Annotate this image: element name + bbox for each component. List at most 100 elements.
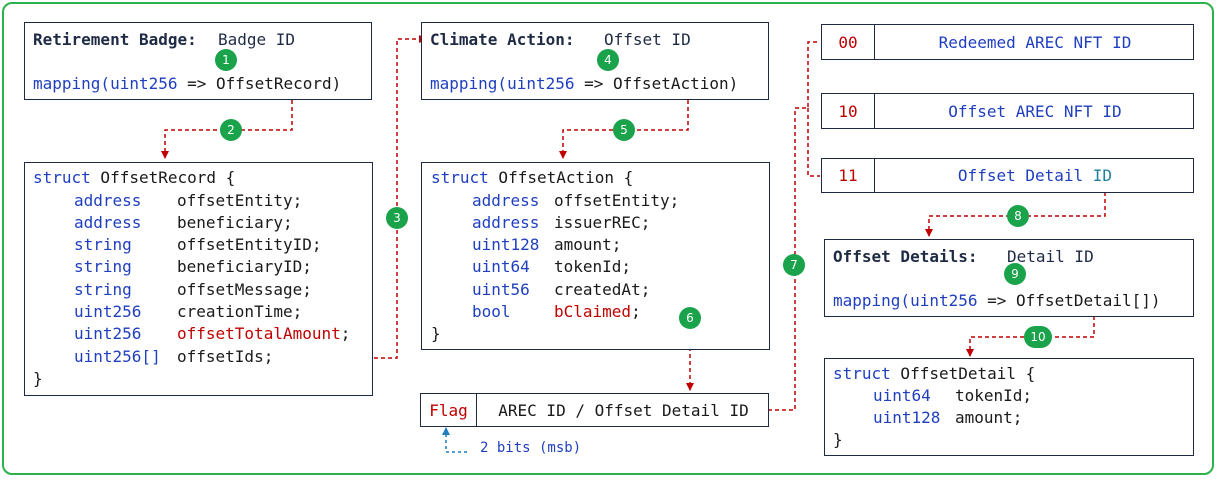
arrow-10	[966, 316, 1095, 357]
climate-action-mapping: mapping(uint256 => OffsetAction)	[430, 74, 738, 94]
field-type: bool	[472, 302, 511, 321]
field-type: uint256[]	[74, 347, 161, 366]
mapping-type: uint256	[910, 291, 978, 310]
field-name: amount;	[955, 408, 1023, 427]
field-name: tokenId;	[955, 386, 1033, 405]
field-type: address	[472, 191, 540, 210]
mapping-rest: => OffsetDetail[])	[977, 291, 1161, 310]
struct-close: }	[431, 324, 441, 343]
diagram-frame	[2, 2, 1214, 475]
highlighted-field: offsetTotalAmount	[177, 324, 341, 343]
mapping-type: uint256	[507, 74, 575, 93]
step-badge: 10	[1024, 326, 1052, 348]
flag-row: 00 Redeemed AREC NFT ID	[821, 24, 1194, 60]
mapping-rest: => OffsetAction)	[574, 74, 739, 93]
struct-keyword: struct	[833, 364, 891, 383]
retirement-badge-key: Badge ID	[218, 30, 296, 49]
struct-header: struct OffsetAction {	[431, 168, 633, 188]
field-name: offsetIds;	[177, 347, 274, 366]
field-name: offsetEntity;	[554, 191, 680, 210]
field-type: uint56	[472, 280, 530, 299]
struct-keyword: struct	[431, 168, 489, 187]
field-type: string	[74, 280, 132, 299]
flag-meaning-cell: Offset Detail ID	[875, 159, 1195, 192]
offset-details-key: Detail ID	[1007, 247, 1094, 266]
field-name: tokenId;	[554, 257, 632, 276]
field-name: offsetEntity;	[177, 191, 303, 210]
retirement-badge-box: Retirement Badge: Badge ID mapping(uint2…	[24, 22, 372, 100]
struct-close: }	[833, 430, 843, 449]
field-name-highlighted: offsetTotalAmount;	[177, 324, 351, 343]
field-type: address	[74, 213, 142, 232]
arrow-7b	[807, 108, 820, 177]
mapping-keyword: mapping(	[33, 74, 111, 93]
note-arrow	[442, 427, 467, 453]
offset-action-struct-box: struct OffsetAction { address offsetEnti…	[421, 162, 770, 350]
struct-close: }	[33, 369, 43, 388]
field-type: string	[74, 257, 132, 276]
arec-id-cell: AREC ID / Offset Detail ID	[498, 400, 749, 420]
mapping-type: uint256	[110, 74, 178, 93]
flag-row-divider	[874, 94, 875, 128]
field-name: beneficiary;	[177, 213, 293, 232]
offset-details-mapping: mapping(uint256 => OffsetDetail[])	[833, 291, 1161, 311]
field-type: address	[74, 191, 142, 210]
mapping-rest: => OffsetRecord)	[177, 74, 342, 93]
step-badge: 7	[783, 254, 805, 276]
flag-bits-note: 2 bits (msb)	[480, 440, 582, 456]
flag-code: 10	[838, 101, 858, 121]
arrow-7a	[768, 41, 820, 411]
struct-name: OffsetDetail {	[890, 364, 1036, 383]
field-name: beneficiaryID;	[177, 257, 312, 276]
offset-record-struct-box: struct OffsetRecord { address offsetEnti…	[24, 162, 373, 396]
flag-row-divider	[874, 159, 875, 192]
flag-id-box: Flag AREC ID / Offset Detail ID	[420, 393, 769, 427]
climate-action-box: Climate Action: Offset ID mapping(uint25…	[421, 22, 769, 100]
field-type: uint128	[472, 235, 540, 254]
field-type: uint128	[873, 408, 941, 427]
field-type: address	[472, 213, 540, 232]
field-type: uint64	[472, 257, 530, 276]
field-name: offsetMessage;	[177, 280, 312, 299]
field-name: issuerREC;	[554, 213, 651, 232]
mapping-keyword: mapping(	[430, 74, 508, 93]
step-badge: 1	[215, 49, 237, 71]
step-badge: 2	[220, 119, 242, 141]
struct-header: struct OffsetRecord {	[33, 168, 235, 188]
field-type: uint256	[74, 324, 142, 343]
field-name-highlighted: bClaimed;	[554, 302, 641, 321]
struct-name: OffsetAction {	[488, 168, 634, 187]
climate-action-key: Offset ID	[604, 30, 691, 49]
field-name: amount;	[554, 235, 622, 254]
mapping-keyword: mapping(	[833, 291, 911, 310]
offset-details-title: Offset Details:	[833, 247, 978, 266]
field-type: string	[74, 235, 132, 254]
step-badge: 8	[1007, 205, 1029, 227]
flag-row-divider	[874, 25, 875, 59]
flag-code: 00	[838, 32, 858, 52]
flag-code: 11	[838, 166, 858, 185]
offset-detail-struct-box: struct OffsetDetail { uint64 tokenId; ui…	[824, 358, 1194, 456]
highlighted-field: bClaimed	[554, 302, 632, 321]
flag-cell: Flag	[429, 400, 468, 420]
flag-meaning-suffix: ID	[1092, 166, 1113, 185]
step-badge: 9	[1004, 263, 1026, 285]
step-badge: 6	[679, 307, 701, 329]
flag-row: 10 Offset AREC NFT ID	[821, 93, 1194, 129]
field-type: uint256	[74, 302, 142, 321]
flag-meaning: Offset Detail	[957, 166, 1084, 185]
climate-action-title: Climate Action:	[430, 30, 575, 49]
struct-header: struct OffsetDetail {	[833, 364, 1035, 384]
struct-name: OffsetRecord {	[90, 168, 236, 187]
flag-row: 11 Offset Detail ID	[821, 158, 1194, 193]
flag-divider	[476, 394, 477, 426]
retirement-badge-title: Retirement Badge:	[33, 30, 197, 49]
field-name: creationTime;	[177, 302, 303, 321]
step-badge: 5	[613, 119, 635, 141]
field-type: uint64	[873, 386, 931, 405]
step-badge: 4	[597, 49, 619, 71]
flag-meaning: Offset AREC NFT ID	[948, 101, 1122, 121]
field-name: createdAt;	[554, 280, 651, 299]
struct-keyword: struct	[33, 168, 91, 187]
